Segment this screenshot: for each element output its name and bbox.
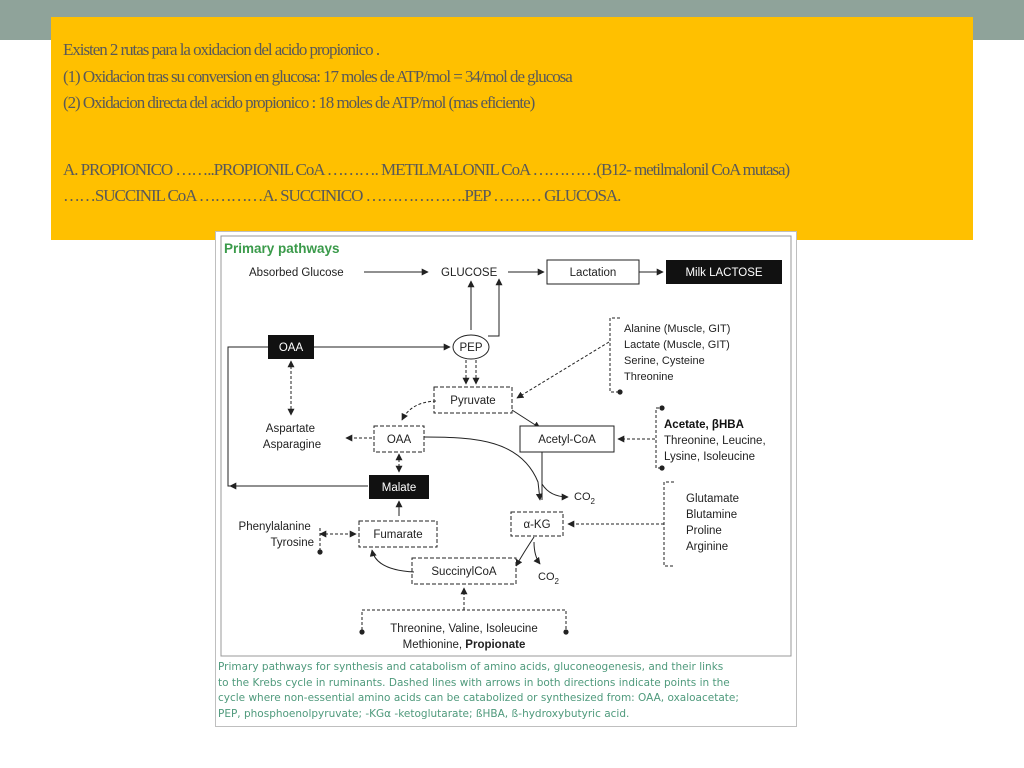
glucose-label: GLUCOSE [441, 267, 498, 279]
arrow-succinyl-to-fumarate [369, 549, 415, 573]
acetate-group: Threonine, Leucine, Lysine, Isoleucine [664, 435, 769, 463]
title-line-2: (1) Oxidacion tras su conversion en gluc… [63, 66, 573, 86]
loop-line [227, 346, 368, 487]
arrow-pep-to-glucose-2 [488, 278, 503, 337]
arrow-co2-top [541, 483, 569, 501]
acetyl-coa-label: Acetyl-CoA [538, 434, 596, 446]
acetate-header: Acetate, βHBA [664, 419, 744, 431]
arrow-pyruvate-to-acetyl [511, 409, 541, 429]
succinylcoa-label: SuccinylCoA [431, 566, 497, 578]
fumarate-label: Fumarate [373, 529, 422, 541]
amino-bracket-1 [609, 317, 620, 393]
oaa-top-box [268, 335, 314, 359]
caption-line: cycle where non-essential amino acids ca… [218, 692, 739, 704]
succinylcoa-box [411, 557, 517, 585]
co2-top-label: CO2 [574, 491, 596, 506]
glutamate-group: Glutamate Blutamine Proline Arginine [686, 493, 742, 553]
malate-box [369, 475, 429, 499]
title-line-1: Existen 2 rutas para la oxidacion del ac… [63, 40, 380, 59]
malate-label: Malate [382, 482, 417, 494]
akg-label: α-KG [523, 519, 550, 531]
arrow-co2-bottom [533, 541, 541, 565]
lactation-label: Lactation [570, 267, 617, 279]
oaa-label: OAA [387, 434, 412, 446]
phenylalanine-group: Phenylalanine Tyrosine [239, 521, 314, 549]
oaa-box [373, 425, 425, 453]
route-line-2: ……SUCCINIL CoA …………A. SUCCINICO ……………….P… [63, 185, 621, 205]
bottom-bracket [361, 609, 567, 630]
slide-title-box: Existen 2 rutas para la oxidacion del ac… [51, 17, 973, 240]
oaa-top-label: OAA [279, 342, 304, 354]
arrow-amino-to-pyruvate [516, 341, 610, 399]
milk-lactose-label: Milk LACTOSE [685, 267, 762, 279]
milk-lactose-box [666, 260, 782, 284]
pyruvate-box [433, 386, 513, 414]
lactation-box [546, 259, 640, 285]
title-line-3: (2) Oxidacion directa del acido propioni… [63, 93, 535, 112]
route-line-1: A. PROPIONICO ……..PROPIONIL CoA ………. MET… [63, 159, 790, 179]
pathway-diagram: Primary pathways Absorbed Glucose GLUCOS… [220, 235, 792, 657]
diagram-frame [220, 235, 792, 657]
arrow-pyruvate-to-oaa [401, 400, 437, 421]
acetate-bracket [655, 407, 664, 469]
figure-header: Primary pathways [224, 241, 340, 256]
akg-box [510, 511, 564, 537]
bottom-sources-line2: Methionine, Propionate [403, 639, 526, 651]
caption-line: Primary pathways for synthesis and catab… [218, 661, 724, 673]
bottom-sources-line1: Threonine, Valine, Isoleucine [390, 623, 537, 635]
glutamate-bracket [663, 481, 674, 567]
figure-caption: Primary pathways for synthesis and catab… [218, 660, 794, 722]
fumarate-box [358, 520, 438, 548]
arrow-oaa-to-akg [423, 436, 543, 501]
caption-line: PEP, phosphoenolpyruvate; -KGα -ketoglut… [218, 707, 630, 720]
caption-line: to the Krebs cycle in ruminants. Dashed … [218, 676, 730, 689]
aspartate-group: Aspartate Asparagine [263, 423, 321, 451]
pathway-figure: Primary pathways Absorbed Glucose GLUCOS… [215, 231, 797, 727]
amino-group-1: Alanine (Muscle, GIT) Lactate (Muscle, G… [624, 323, 733, 383]
co2-bottom-label: CO2 [538, 571, 560, 586]
pep-node [452, 334, 490, 360]
pep-label: PEP [459, 342, 482, 354]
acetyl-coa-box [519, 425, 615, 453]
absorbed-glucose-label: Absorbed Glucose [249, 267, 344, 279]
pyruvate-label: Pyruvate [450, 395, 495, 407]
arrow-akg-to-succinyl [515, 536, 535, 567]
